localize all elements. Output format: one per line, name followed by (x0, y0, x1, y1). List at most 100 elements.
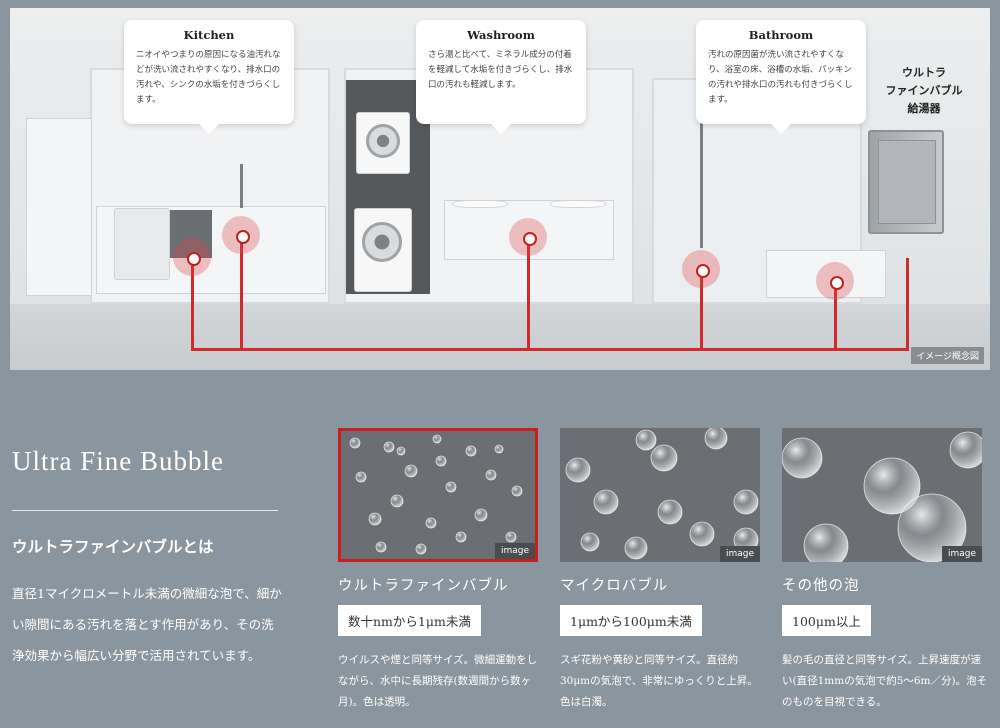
bubble (704, 428, 728, 450)
heater-label-line: 給湯器 (907, 102, 941, 115)
washroom-basin-right (550, 200, 606, 208)
bubble-card-other: image その他の泡 100μm以上 髪の毛の直径と同等サイズ。上昇速度が速い… (782, 428, 987, 713)
pipe-heater (906, 258, 909, 351)
callout-kitchen: Kitchen ニオイやつまりの原因になる油汚れなどが洗い流されやすくなり、排水… (124, 20, 294, 134)
bubble (485, 469, 497, 481)
concept-label: イメージ概念図 (911, 347, 984, 364)
bubble-note: スギ花粉や黄砂と同等サイズ。直径約30μmの気泡で、非常にゆっくりと上昇。色は白… (560, 654, 758, 708)
bubble (863, 457, 921, 515)
point-washroom (509, 218, 547, 256)
pipe-shower (700, 270, 703, 350)
bubble (505, 531, 517, 543)
heater-label-line: ウルトラ (902, 66, 946, 79)
bubble (425, 517, 437, 529)
bubble (445, 481, 457, 493)
heater-label-line: ファインバブル (885, 84, 963, 97)
bubble-note: 髪の毛の直径と同等サイズ。上昇速度が速い(直径1mmの気泡で約5〜6m／分)。泡… (782, 654, 988, 708)
pipe-dishwasher (191, 258, 194, 350)
point-dishwasher (173, 238, 211, 276)
bubble (474, 508, 488, 522)
image-tag: image (494, 543, 535, 559)
bubble (689, 521, 715, 547)
bubble-size: 1μmから100μm未満 (560, 605, 702, 636)
point-bathtub (816, 262, 854, 300)
bubble (432, 434, 442, 444)
bubble-illustration (782, 431, 982, 562)
bubble (383, 441, 395, 453)
dryer-drum (366, 124, 400, 158)
bathtub (766, 250, 886, 298)
callout-title: Bathroom (748, 28, 814, 42)
bubble-card-ultrafine: image ウルトラファインバブル 数十nmから1μm未満 ウイルスや煙と同等サ… (338, 428, 540, 713)
dishwasher (170, 210, 212, 258)
bubble-card-micro: image マイクロバブル 1μmから100μm未満 スギ花粉や黄砂と同等サイズ… (560, 428, 762, 713)
bubble (657, 499, 683, 525)
bubble (349, 437, 361, 449)
bubble-size: 数十nmから1μm未満 (338, 605, 481, 636)
callout-title: Kitchen (183, 28, 235, 42)
bubble (368, 512, 382, 526)
washroom-basin-left (452, 200, 508, 208)
refrigerator (26, 118, 92, 296)
bubble (396, 446, 406, 456)
bubble-note: ウイルスや煙と同等サイズ。微細運動をしながら、水中に長期残存(数週間から数ヶ月)… (338, 654, 538, 708)
kitchen-faucet (240, 164, 243, 208)
callout-text: さら湯と比べて、ミネラル成分の付着を軽減して水垢を付きづらくし、排水口の汚れも軽… (428, 50, 573, 90)
heater-label: ウルトラ ファインバブル 給湯器 (876, 64, 972, 118)
pipe-washroom (527, 238, 530, 350)
callout-text: ニオイやつまりの原因になる油汚れなどが洗い流されやすくなり、排水口の汚れや、シン… (136, 50, 281, 105)
pipe-bathtub (834, 282, 837, 350)
bubble (355, 471, 367, 483)
bubble (415, 543, 427, 555)
bubble (897, 493, 967, 562)
bubble (733, 489, 759, 515)
callout-washroom: Washroom さら湯と比べて、ミネラル成分の付着を軽減して水垢を付きづらくし… (416, 20, 586, 134)
bubble (375, 541, 387, 553)
pipe-kitchen-sink (240, 236, 243, 350)
image-tag: image (941, 546, 982, 562)
section-title-jp: ウルトラファインバブルとは (12, 537, 214, 556)
washer-drum (362, 222, 402, 262)
bubble-image: image (782, 428, 982, 562)
bubble (593, 489, 619, 515)
main-pipe (191, 348, 909, 351)
bubble (390, 494, 404, 508)
bubble-image: image (338, 428, 538, 562)
section-title-en: Ultra Fine Bubble (12, 446, 224, 476)
bubble-image: image (560, 428, 760, 562)
bubble (580, 532, 600, 552)
bubble-name: その他の泡 (782, 578, 860, 594)
image-tag: image (719, 546, 760, 562)
title-divider (12, 510, 278, 511)
bubble (635, 429, 657, 451)
bubble (650, 444, 678, 472)
bubble (404, 464, 418, 478)
bubble-size: 100μm以上 (782, 605, 871, 636)
dryer (356, 112, 410, 174)
bubble (949, 431, 982, 469)
bubble-name: ウルトラファインバブル (338, 578, 509, 594)
point-shower (682, 250, 720, 288)
callout-bathroom: Bathroom 汚れの原因菌が洗い流されやすくなり、浴室の床、浴槽の水垢、パッ… (696, 20, 866, 134)
bubble-name: マイクロバブル (560, 578, 669, 594)
bubble (455, 531, 467, 543)
point-kitchen-sink (222, 216, 260, 254)
bubble-illustration (565, 428, 759, 560)
bubble (494, 444, 504, 454)
shower-pole (700, 108, 703, 248)
concept-illustration: ウルトラ ファインバブル 給湯器 Kitchen ニオイやつまりの原因になる油汚… (10, 8, 990, 370)
callout-title: Washroom (467, 28, 535, 42)
bubble (782, 437, 823, 479)
bubble (435, 455, 447, 467)
callout-text: 汚れの原因菌が洗い流されやすくなり、浴室の床、浴槽の水垢、パッキンの汚れや排水口… (708, 50, 853, 105)
bubble (465, 445, 477, 457)
floor (10, 304, 990, 370)
bubble (803, 523, 849, 562)
bubble-illustration (349, 434, 523, 555)
oven (114, 208, 170, 280)
bubble (511, 485, 523, 497)
bubble (565, 457, 591, 483)
section-description: 直径1マイクロメートル未満の微細な泡で、細かい隙間にある汚れを落とす作用があり、… (12, 586, 282, 663)
water-heater (868, 130, 944, 234)
bubble (624, 536, 648, 560)
